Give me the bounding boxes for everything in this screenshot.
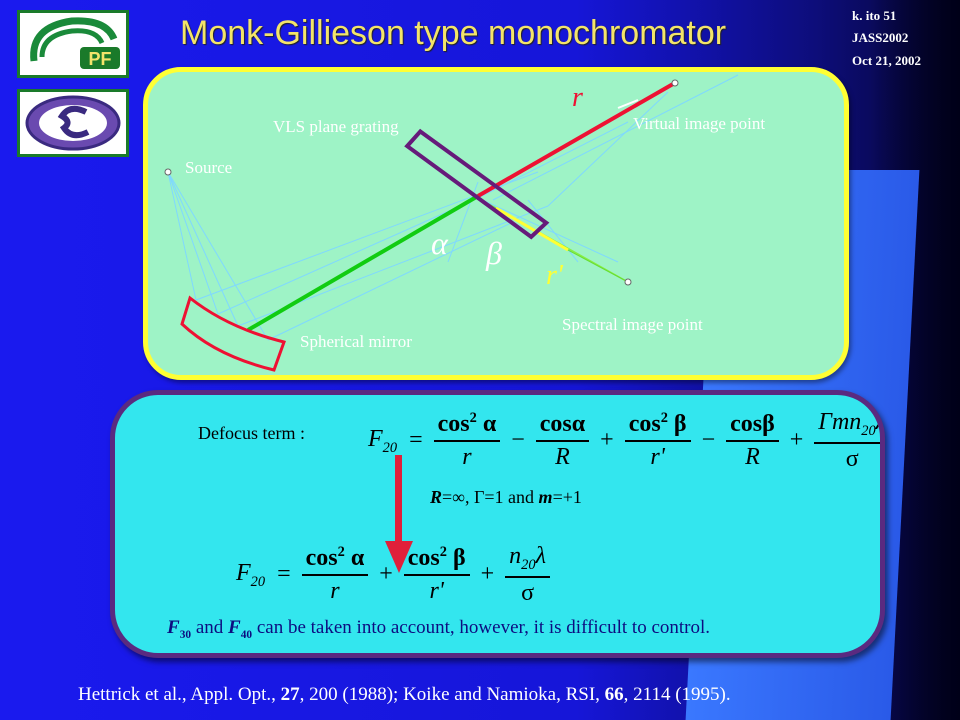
spherical-mirror-label: Spherical mirror xyxy=(300,332,412,351)
pf-logo: PF xyxy=(17,10,129,78)
slide-title: Monk-Gillieson type monochromator xyxy=(180,14,727,52)
r-label: r xyxy=(572,82,583,113)
defocus-term-label: Defocus term : xyxy=(198,423,305,443)
spectral-image-point-label: Spectral image point xyxy=(562,315,703,334)
conference-name: JASS2002 xyxy=(852,30,909,45)
reference-citation: Hettrick et al., Appl. Opt., 27, 200 (19… xyxy=(78,684,731,705)
monochromator-diagram-panel: α β r r' VLS plane grating Virtual image… xyxy=(143,67,849,380)
optical-diagram: α β r r' xyxy=(164,74,739,372)
slide-date: Oct 21, 2002 xyxy=(852,53,921,68)
institute-logo xyxy=(17,89,129,157)
virtual-image-point-label: Virtual image point xyxy=(633,114,766,133)
source-label: Source xyxy=(185,158,233,177)
r-prime-label: r' xyxy=(546,260,564,291)
beta-label: β xyxy=(485,235,502,271)
author-slide-number: k. ito 51 xyxy=(852,8,897,23)
condition-text: R=∞, Γ=1 and m=+1 xyxy=(430,487,582,507)
down-arrow-icon xyxy=(385,455,413,573)
pf-logo-text: PF xyxy=(88,49,111,69)
higher-order-note: F30 and F40 can be taken into account, h… xyxy=(167,617,711,641)
grating-label: VLS plane grating xyxy=(273,117,399,136)
alpha-label: α xyxy=(431,225,449,261)
